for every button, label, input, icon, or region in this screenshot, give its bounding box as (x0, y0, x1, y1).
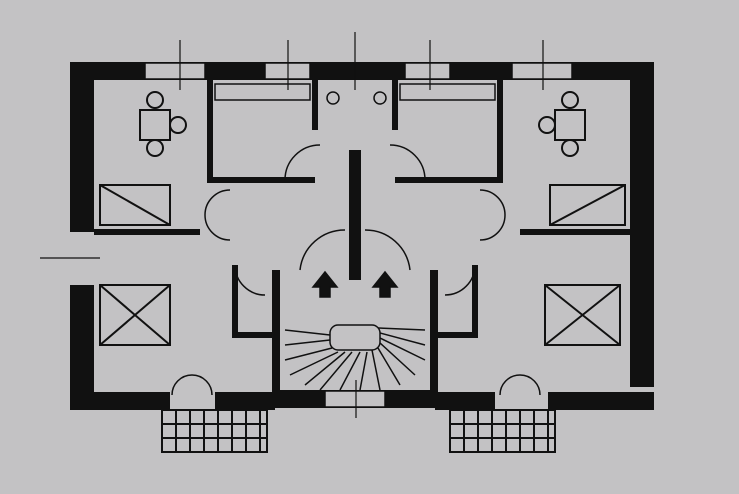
door-hall-left (234, 264, 266, 296)
balcony-right-grid (450, 410, 555, 452)
chair-right-2 (538, 116, 556, 134)
door-hall-right (444, 264, 476, 296)
wall-south-mid-right (435, 392, 495, 410)
window-markers (40, 32, 544, 418)
window-nw (144, 62, 206, 80)
bed-right-upper-cross (549, 184, 626, 226)
balcony-left-grid (162, 410, 267, 452)
wall-north (70, 62, 650, 80)
bed-right-lower (544, 284, 621, 346)
balconies (161, 409, 556, 453)
wall-west (70, 62, 94, 232)
bed-left-lower-cross (99, 284, 171, 346)
wall-south-right (548, 392, 654, 410)
balcony-left (161, 409, 268, 453)
window-ne (511, 62, 573, 80)
door-kitchen-left (284, 144, 321, 181)
central-wall (349, 150, 361, 280)
chair-right-3 (561, 139, 579, 157)
wc-left (326, 91, 340, 105)
kitchen-fixtures (214, 83, 496, 105)
stair-treads (284, 327, 426, 391)
stair (284, 270, 426, 391)
table-left (139, 109, 171, 141)
door-living-right (479, 189, 506, 241)
stair-arrow-right (371, 270, 399, 298)
wall-south-left (70, 392, 170, 410)
chair-left-3 (146, 139, 164, 157)
door-balcony-right (499, 374, 541, 396)
stair-wall-west (272, 270, 280, 405)
beds (99, 184, 626, 346)
counter-left (214, 83, 311, 101)
wall-south-mid-left (215, 392, 275, 410)
bed-left-upper (99, 184, 171, 226)
wall-west-lower (70, 285, 94, 410)
window-openings (144, 62, 573, 408)
hall-right-wall (438, 265, 478, 338)
balcony-right (449, 409, 556, 453)
stair-well (329, 324, 381, 351)
door-entry-left (299, 229, 346, 271)
exterior-walls (70, 62, 654, 410)
wall-east (630, 62, 654, 387)
stair-arrow-left (311, 270, 339, 298)
chair-right-1 (561, 91, 579, 109)
door-living-left (204, 189, 231, 241)
door-balcony-left (171, 374, 213, 396)
window-n2 (404, 62, 451, 80)
window-stair (324, 390, 386, 408)
hall-left-wall (232, 265, 272, 338)
counter-right (399, 83, 496, 101)
stair-wall-east (430, 270, 438, 405)
bed-right-upper (549, 184, 626, 226)
kitchen-left-walls (207, 80, 315, 183)
table-right (554, 109, 586, 141)
kitchen-right-walls (395, 80, 503, 183)
chair-left-2 (169, 116, 187, 134)
door-kitchen-right (389, 144, 426, 181)
interior-walls (94, 80, 630, 338)
bed-left-upper-cross (99, 184, 171, 226)
wc-right (373, 91, 387, 105)
dining-tables (139, 91, 586, 157)
door-swings (171, 144, 541, 396)
door-entry-right (364, 229, 411, 271)
bed-left-lower (99, 284, 171, 346)
bed-right-lower-cross (544, 284, 621, 346)
chair-left-1 (146, 91, 164, 109)
